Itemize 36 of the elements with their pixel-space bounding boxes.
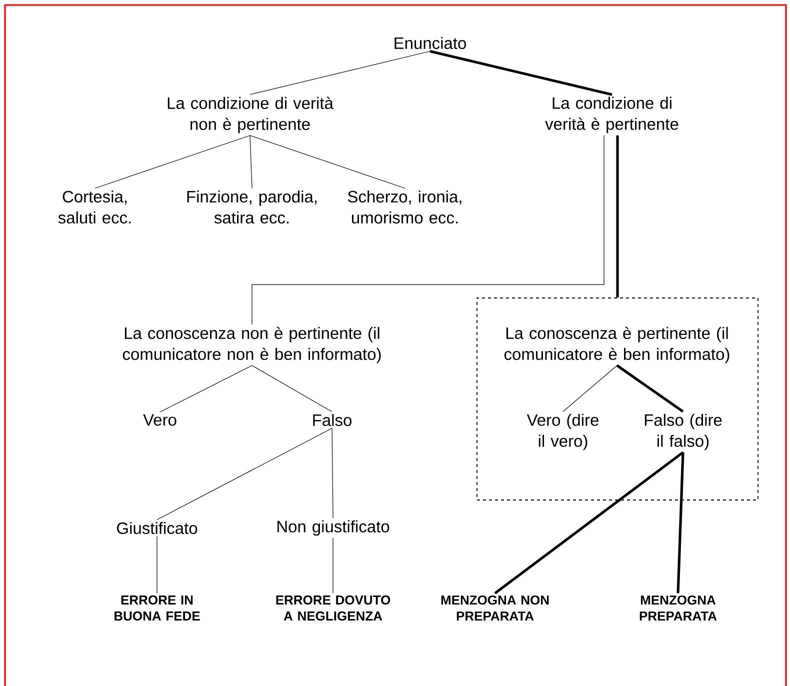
node-label: Giustificato: [117, 522, 198, 534]
dashed-group-box: [476, 298, 758, 500]
node-label: Falso: [313, 414, 352, 426]
connector-line: [156, 428, 332, 520]
node-label: La condizione di verità non è pertinente: [168, 96, 334, 134]
connector-line: [250, 135, 406, 189]
outcome-label: ERRORE IN BUONA FEDE: [114, 595, 200, 621]
node-label: La condizione di verità è pertinente: [545, 96, 678, 134]
connector-line: [160, 365, 252, 412]
outcome-label: MENZOGNA NON PREPARATA: [441, 595, 549, 621]
connector-line: [332, 538, 334, 594]
outcome-label: ERRORE DOVUTO A NEGLIGENZA: [276, 595, 390, 621]
node-label: Enunciato: [394, 36, 466, 50]
node-label: Cortesia, saluti ecc.: [58, 190, 131, 224]
connector-line: [156, 536, 158, 594]
connector-line: [616, 135, 619, 298]
connector-line: [94, 135, 250, 189]
node-label: Falso (dire il falso): [644, 414, 722, 450]
connector-line: [252, 365, 332, 412]
connector-line: [250, 50, 430, 95]
connector-line: [252, 135, 604, 325]
node-label: La conoscenza non è pertinente (il comunicatore non è ben informato): [122, 326, 381, 364]
node-label: Finzione, parodia, satira ecc.: [187, 190, 317, 224]
connector-line: [250, 135, 252, 189]
connector-line: [494, 451, 684, 594]
connector-line: [616, 364, 684, 413]
node-label: Scherzo, ironia, umorismo ecc.: [348, 190, 462, 224]
connector-line: [332, 428, 334, 518]
node-label: Non giustificato: [278, 520, 390, 536]
connector-line: [562, 365, 618, 412]
connector-line: [430, 50, 612, 96]
outcome-label: MENZOGNA PREPARATA: [640, 595, 717, 621]
node-label: Vero (dire il vero): [526, 414, 598, 450]
connector-line: [676, 452, 684, 594]
node-label: La conoscenza è pertinente (il comunicatore è ben informato): [504, 326, 730, 364]
node-label: Vero: [143, 414, 176, 426]
